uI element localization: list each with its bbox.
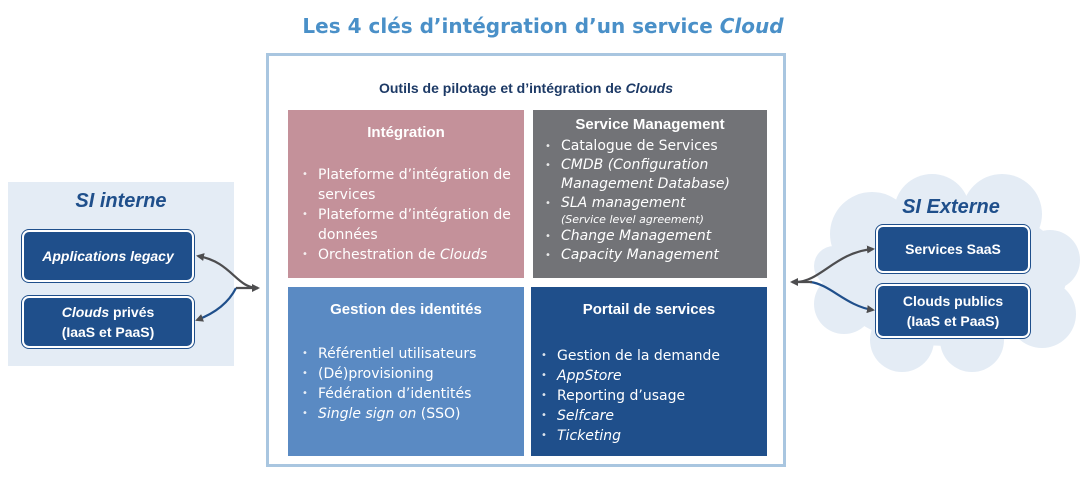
list-item: (Dé)provisioning	[302, 364, 524, 384]
si-interne-label: SI interne	[75, 190, 167, 212]
title-em: Cloud	[719, 14, 784, 38]
list-item: AppStore	[541, 366, 767, 386]
title-text: Les 4 clés d’intégration d’un service	[302, 14, 720, 38]
clouds-prives-box: Clouds privés (IaaS et PaaS)	[22, 296, 194, 348]
list-item-em: Single sign on	[318, 406, 417, 422]
quadrant-identity: Gestion des identités Référentiel utilis…	[288, 287, 524, 456]
integration-heading: Intégration	[367, 124, 445, 141]
clouds-prives-line2: (IaaS et PaaS)	[61, 324, 155, 340]
applications-legacy-box: Applications legacy	[22, 230, 194, 282]
portail-list: Gestion de la demande AppStore Reporting…	[541, 346, 767, 446]
list-item: CMDB (Configuration Management Database)	[545, 156, 767, 194]
list-item-text: (SSO)	[416, 406, 461, 422]
list-item-text: Orchestration de	[318, 247, 440, 263]
service-management-heading: Service Management	[575, 116, 725, 133]
clouds-prives-suffix: privés	[109, 304, 155, 320]
list-item: Change Management	[545, 227, 767, 246]
clouds-prives-em: Clouds	[61, 304, 110, 320]
identity-heading: Gestion des identités	[330, 301, 482, 318]
services-saas-label: Services SaaS	[905, 241, 1001, 257]
list-item: Capacity Management	[545, 246, 767, 265]
list-item: Référentiel utilisateurs	[302, 344, 524, 364]
clouds-prives-line1: Clouds privés	[62, 302, 155, 322]
diagram-title: Les 4 clés d’intégration d’un service Cl…	[0, 14, 1086, 38]
list-item: Selfcare	[541, 406, 767, 426]
frame-title-text: Outils de pilotage et d’intégration de	[378, 80, 626, 96]
clouds-publics-line2: (IaaS et PaaS)	[906, 313, 1000, 329]
list-item: Gestion de la demande	[541, 346, 767, 366]
quadrant-portail: Portail de services Gestion de la demand…	[531, 287, 767, 456]
si-externe-label: SI Externe	[902, 196, 1000, 218]
identity-list: Référentiel utilisateurs (Dé)provisionin…	[302, 344, 524, 424]
list-item: SLA management	[545, 194, 767, 213]
list-item: Ticketing	[541, 426, 767, 446]
applications-legacy-label: Applications legacy	[42, 248, 174, 264]
list-item: Single sign on (SSO)	[302, 404, 524, 424]
quadrant-integration: Intégration Plateforme d’intégration de …	[288, 110, 524, 278]
list-item: Reporting d’usage	[541, 386, 767, 406]
integration-list: Plateforme d’intégration de services Pla…	[302, 165, 524, 265]
list-item: Catalogue de Services	[545, 137, 767, 156]
portail-heading: Portail de services	[582, 301, 716, 318]
service-management-list: Catalogue de Services CMDB (Configuratio…	[545, 137, 767, 265]
list-item: Orchestration de Clouds	[302, 245, 524, 265]
list-item: Plateforme d’intégration de données	[302, 205, 524, 245]
list-item: Fédération d’identités	[302, 384, 524, 404]
list-item: Plateforme d’intégration de services	[302, 165, 524, 205]
clouds-publics-box: Clouds publics (IaaS et PaaS)	[876, 284, 1030, 338]
services-saas-box: Services SaaS	[876, 225, 1030, 273]
frame-title: Outils de pilotage et d’intégration de C…	[266, 80, 786, 96]
clouds-publics-line1: Clouds publics	[902, 293, 1004, 309]
list-item-em: Clouds	[440, 247, 488, 263]
frame-title-em: Clouds	[625, 80, 674, 96]
quadrant-service-management: Service Management Catalogue de Services…	[533, 110, 767, 278]
list-item-note: (Service level agreement)	[561, 213, 704, 226]
